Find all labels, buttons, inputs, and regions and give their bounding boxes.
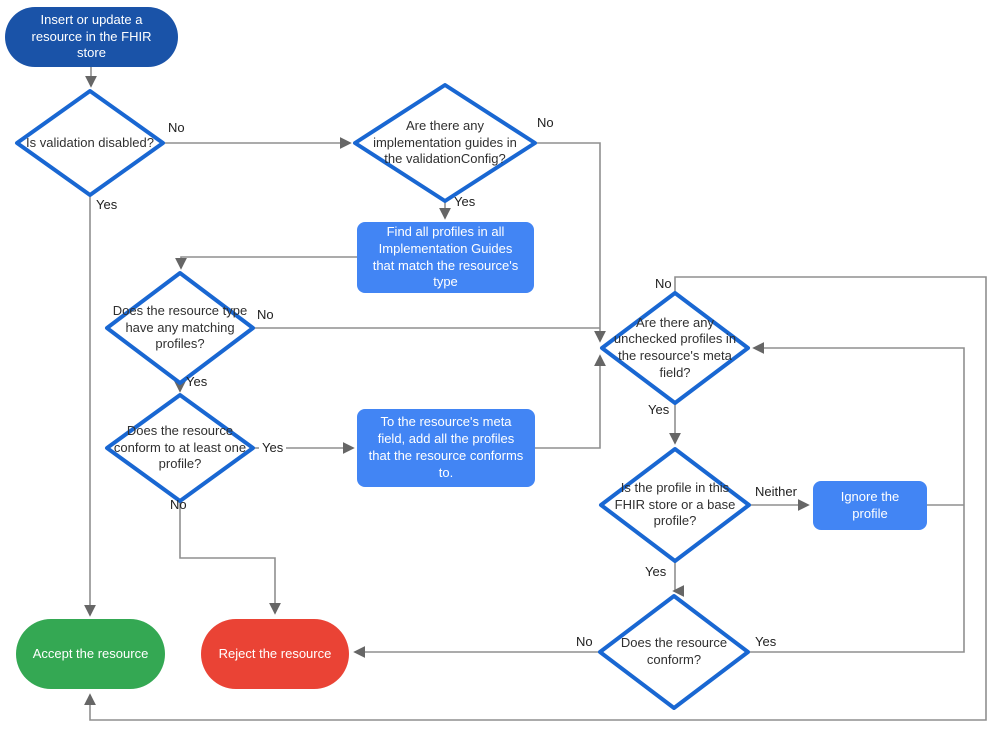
edge-addprofiles-to-unchecked (534, 354, 606, 449)
process-ignore-profile: Ignore the profile (813, 481, 927, 530)
edge-label-matching-yes: Yes (186, 374, 208, 389)
decision-validation-disabled-label: Is validation disabled? (26, 134, 154, 150)
edge-label-unchecked-no: No (655, 276, 672, 291)
edge-implguides-no (536, 142, 606, 343)
edge-label-implguides-no: No (537, 115, 554, 130)
decision-resource-conform-label: Does the resource conform? (620, 635, 728, 667)
decision-unchecked-profiles-label: Are there any unchecked profiles in the … (613, 314, 737, 380)
edge-unchecked-no (84, 276, 987, 721)
start-node: Insert or update a resource in the FHIR … (5, 7, 178, 67)
edge-label-validation-no: No (168, 120, 185, 135)
process-ignore-profile-label: Ignore the profile (840, 488, 900, 521)
reject-node-label: Reject the resource (218, 645, 332, 661)
accept-node: Accept the resource (16, 619, 165, 689)
decision-matching-profiles (105, 271, 255, 385)
edge-label-resourceconform-no: No (576, 634, 593, 649)
edge-resourceconform-yes (749, 342, 965, 653)
decision-validation-disabled (15, 89, 165, 197)
edge-label-resourceconform-yes: Yes (755, 634, 777, 649)
decision-implementation-guides-label: Are there any implementation guides in t… (373, 118, 517, 167)
process-add-profiles-label: To the resource's meta field, add all th… (368, 414, 524, 480)
edge-label-profile-yes: Yes (645, 564, 667, 579)
process-add-profiles: To the resource's meta field, add all th… (357, 409, 535, 487)
decision-conform-one-profile (105, 393, 255, 503)
edge-label-profile-neither: Neither (755, 484, 797, 499)
edge-label-matching-no: No (257, 307, 274, 322)
decision-profile-in-store (599, 447, 751, 563)
decision-matching-profiles-label: Does the resource type have any matching… (112, 303, 248, 352)
decision-profile-in-store-label: Is the profile in this FHIR store or a b… (614, 480, 736, 529)
process-find-profiles: Find all profiles in all Implementation … (357, 222, 534, 293)
edge-label-implguides-yes: Yes (454, 194, 476, 209)
decision-conform-one-profile-label: Does the resource conform to at least on… (113, 423, 247, 472)
process-find-profiles-label: Find all profiles in all Implementation … (372, 223, 519, 290)
edge-label-unchecked-yes: Yes (648, 402, 670, 417)
edge-findprofiles-to-matching (175, 256, 357, 270)
edge-conform-no (179, 502, 281, 615)
edge-label-validation-yes: Yes (96, 197, 118, 212)
edge-label-conform-yes: Yes (259, 440, 287, 455)
decision-unchecked-profiles (600, 291, 750, 405)
reject-node: Reject the resource (201, 619, 349, 689)
decision-implementation-guides (353, 83, 537, 203)
accept-node-label: Accept the resource (32, 645, 149, 661)
decision-resource-conform (598, 594, 750, 710)
start-node-label: Insert or update a resource in the FHIR … (31, 11, 152, 61)
edge-label-conform-no: No (170, 497, 187, 512)
edge-profile-yes (672, 562, 685, 597)
